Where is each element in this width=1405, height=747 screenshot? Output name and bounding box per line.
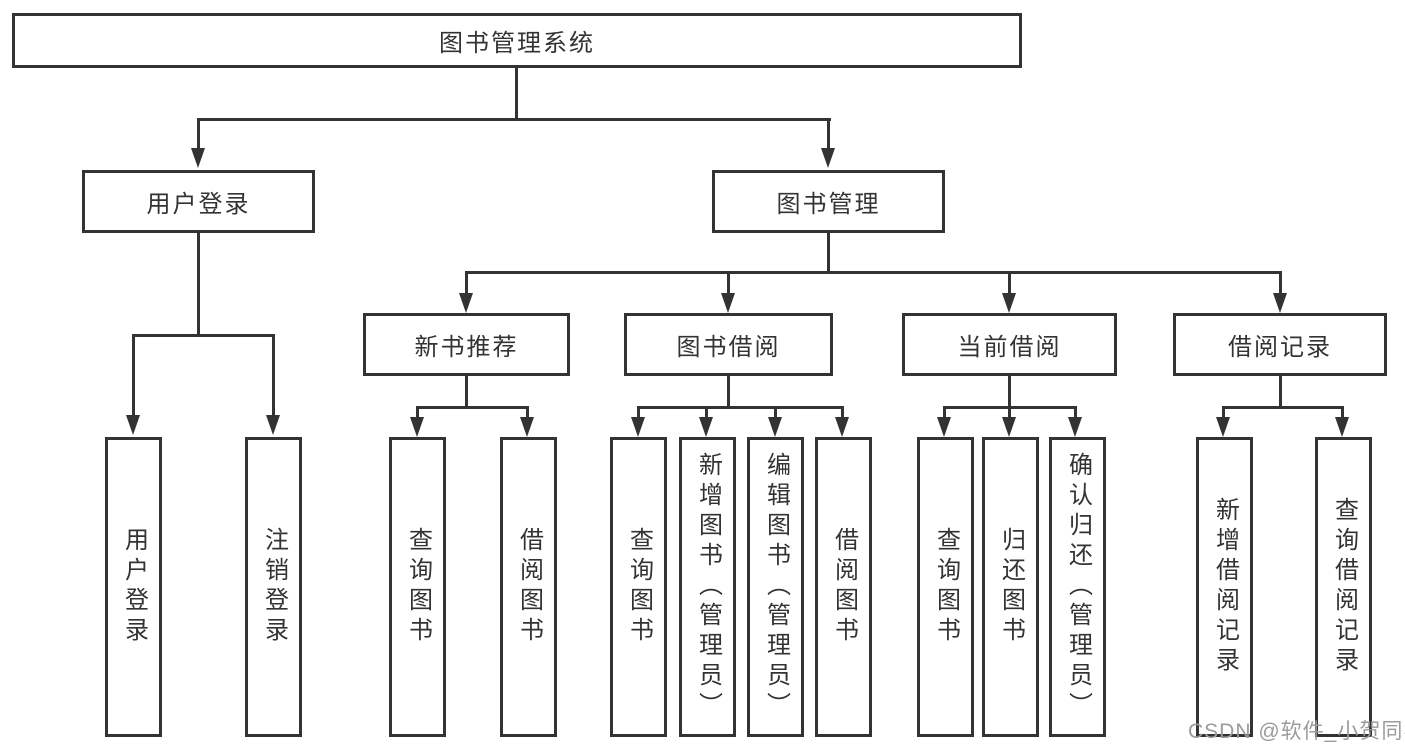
node-book-management-system: 图书管理系统	[12, 13, 1022, 68]
connector	[1279, 376, 1282, 409]
node-new-book-recommend: 新书推荐	[363, 313, 570, 376]
connector	[197, 233, 200, 337]
node-label: 借阅记录	[1228, 334, 1332, 361]
node-label: 新增借阅记录	[1211, 497, 1239, 677]
connector	[1008, 406, 1011, 419]
leaf-confirm-return-admin: 确认归还（管理员）	[1049, 437, 1106, 737]
connector	[197, 118, 200, 152]
connector	[727, 271, 730, 295]
node-label: 当前借阅	[957, 334, 1062, 361]
node-label: 注销登录	[260, 527, 288, 647]
connector	[637, 406, 844, 409]
arrow-down-icon	[520, 417, 534, 437]
node-label: 查询图书	[932, 527, 960, 647]
connector	[1074, 406, 1077, 419]
node-book-borrowing: 图书借阅	[624, 313, 833, 376]
connector	[526, 406, 529, 419]
connector	[416, 406, 419, 419]
leaf-query-books-recommend: 查询图书	[389, 437, 446, 737]
node-label: 新增图书（管理员）	[694, 452, 722, 722]
leaf-add-borrow-record: 新增借阅记录	[1196, 437, 1253, 737]
node-borrowing-records: 借阅记录	[1173, 313, 1387, 376]
arrow-down-icon	[699, 417, 713, 437]
leaf-edit-books-admin: 编辑图书（管理员）	[747, 437, 804, 737]
node-user-login: 用户登录	[82, 170, 315, 233]
node-label: 图书借阅	[676, 334, 781, 361]
node-label: 确认归还（管理员）	[1064, 452, 1092, 722]
leaf-borrow-books-recommend: 借阅图书	[500, 437, 557, 737]
connector	[416, 406, 529, 409]
connector	[943, 406, 946, 419]
leaf-query-borrow-record: 查询借阅记录	[1315, 437, 1372, 737]
arrow-down-icon	[721, 293, 735, 313]
node-current-borrowing: 当前借阅	[902, 313, 1117, 376]
arrow-down-icon	[1335, 417, 1349, 437]
connector	[1222, 406, 1343, 409]
connector	[272, 334, 275, 417]
node-label: 用户登录	[120, 527, 148, 647]
node-label: 图书管理	[776, 191, 881, 218]
node-label: 借阅图书	[515, 527, 543, 647]
arrow-down-icon	[937, 417, 951, 437]
arrow-down-icon	[459, 293, 473, 313]
connector	[827, 118, 830, 152]
arrow-down-icon	[631, 417, 645, 437]
leaf-add-books-admin: 新增图书（管理员）	[679, 437, 736, 737]
leaf-return-books: 归还图书	[982, 437, 1039, 737]
connector	[465, 271, 468, 295]
arrow-down-icon	[1216, 417, 1230, 437]
node-label: 新书推荐	[414, 334, 519, 361]
connector	[637, 406, 640, 419]
node-label: 查询借阅记录	[1330, 497, 1358, 677]
arrow-down-icon	[266, 415, 280, 435]
connector	[774, 406, 777, 419]
arrow-down-icon	[1273, 293, 1287, 313]
leaf-query-books-borrowing: 查询图书	[610, 437, 667, 737]
arrow-down-icon	[1002, 417, 1016, 437]
connector	[132, 334, 135, 417]
connector	[465, 376, 468, 409]
connector	[515, 68, 518, 120]
connector	[132, 334, 275, 337]
node-label: 编辑图书（管理员）	[762, 452, 790, 722]
node-book-management: 图书管理	[712, 170, 945, 233]
node-label: 归还图书	[997, 527, 1025, 647]
leaf-logout: 注销登录	[245, 437, 302, 737]
connector	[1222, 406, 1225, 419]
connector	[1008, 271, 1011, 295]
leaf-user-login: 用户登录	[105, 437, 162, 737]
leaf-query-books-current: 查询图书	[917, 437, 974, 737]
connector	[827, 233, 830, 274]
arrow-down-icon	[1002, 293, 1016, 313]
arrow-down-icon	[835, 417, 849, 437]
node-label: 查询图书	[404, 527, 432, 647]
arrow-down-icon	[410, 417, 424, 437]
node-label: 借阅图书	[830, 527, 858, 647]
arrow-down-icon	[1068, 417, 1082, 437]
arrow-down-icon	[191, 148, 205, 168]
node-label: 用户登录	[146, 191, 251, 218]
connector	[1341, 406, 1344, 419]
connector	[727, 376, 730, 409]
connector	[1008, 376, 1011, 409]
arrow-down-icon	[768, 417, 782, 437]
node-label: 查询图书	[625, 527, 653, 647]
arrow-down-icon	[126, 415, 140, 435]
connector	[705, 406, 708, 419]
node-label: 图书管理系统	[439, 30, 595, 57]
leaf-borrow-books: 借阅图书	[815, 437, 872, 737]
connector	[465, 271, 1282, 274]
connector	[197, 118, 831, 121]
connector	[841, 406, 844, 419]
connector	[1279, 271, 1282, 295]
watermark: CSDN @软件_小贺同学	[1188, 720, 1405, 743]
arrow-down-icon	[821, 148, 835, 168]
